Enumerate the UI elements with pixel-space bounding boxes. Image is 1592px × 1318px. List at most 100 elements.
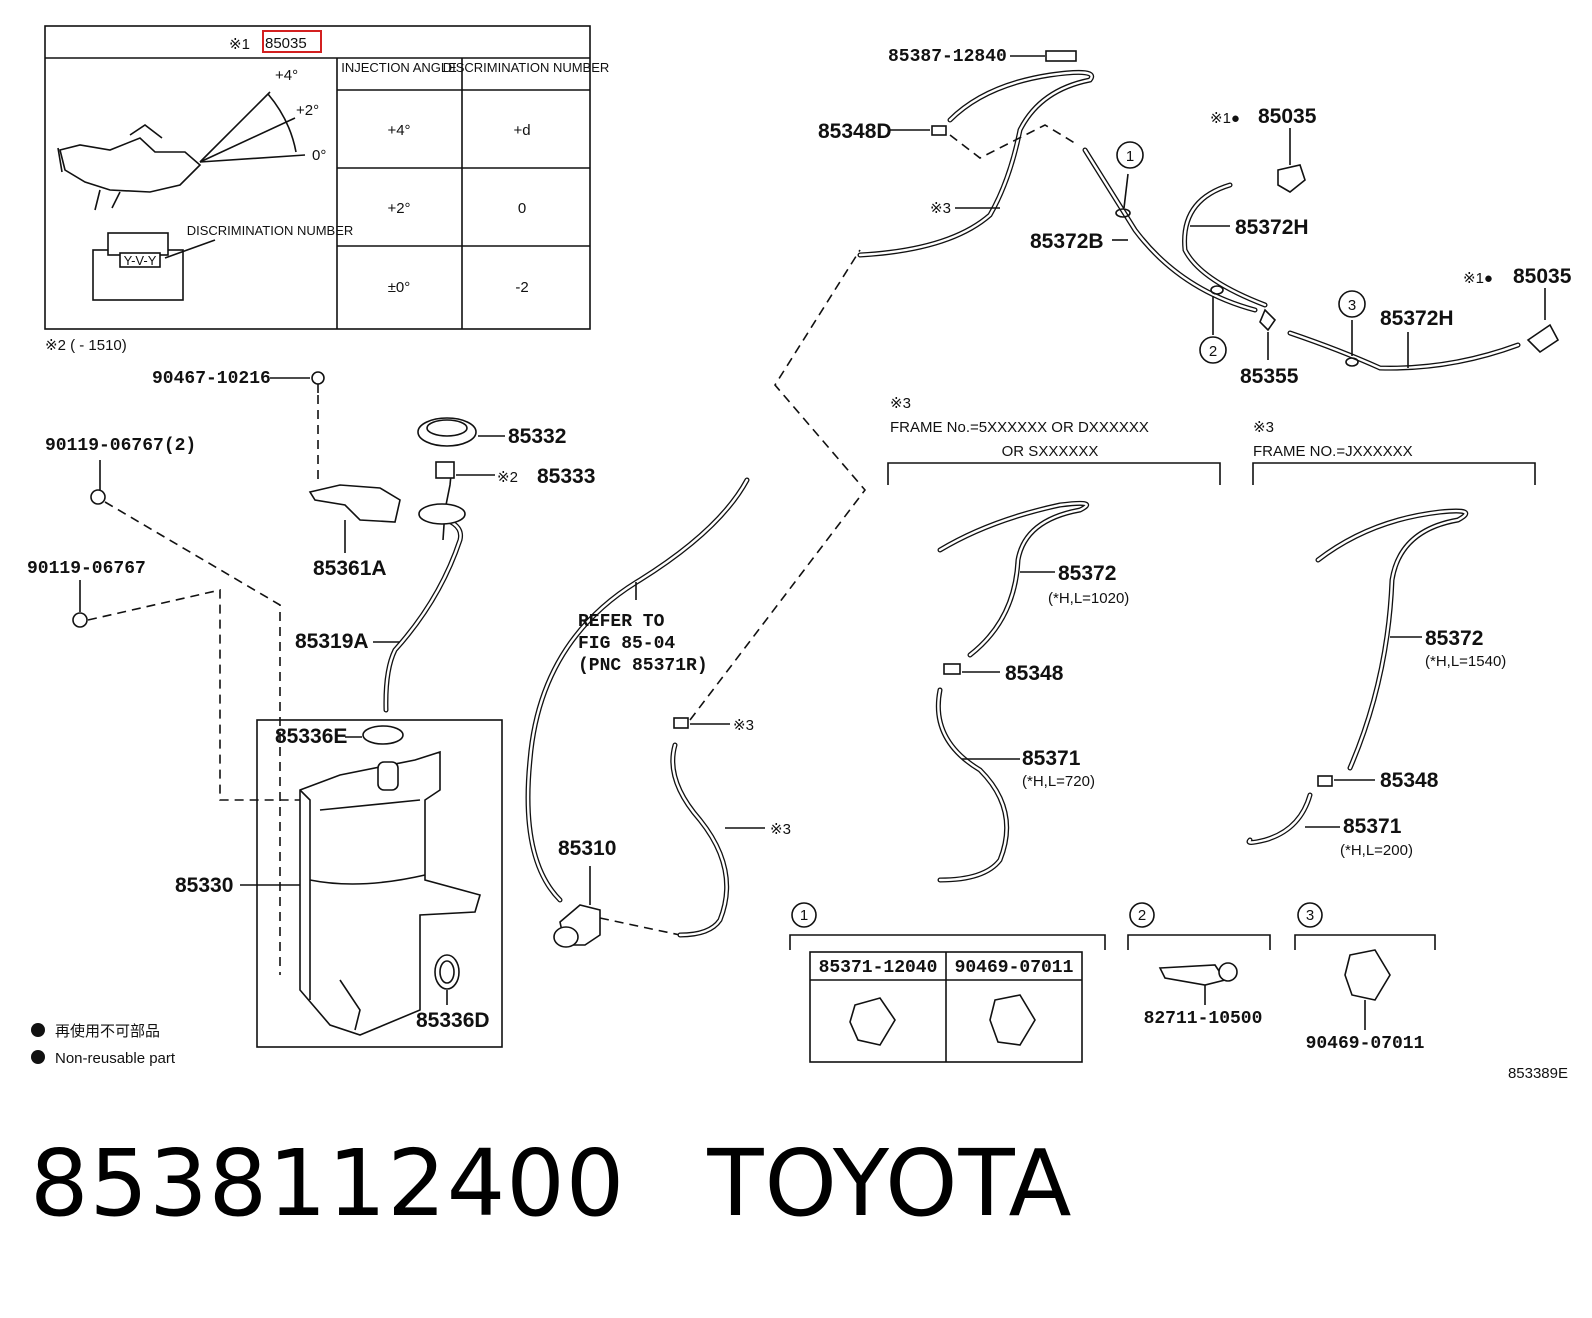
grommet-85336D [434,954,460,990]
frame-b-85371: 85371 [1343,815,1402,838]
angle-zero: 0° [312,147,326,164]
frame-a-line1: FRAME No.=5XXXXXX OR DXXXXXX [890,419,1149,436]
row-1-number: +d [513,122,530,139]
bullet-icon [31,1050,45,1064]
label-85333: 85333 [537,465,595,488]
cap-85332 [417,417,477,447]
clip-90469-07011-a [989,994,1036,1046]
callout-2-text: 2 [1209,343,1217,360]
label-90467-10216: 90467-10216 [152,369,271,389]
angle-plus2: +2° [296,102,319,119]
bullet-icon [31,1023,45,1037]
frame-b-85371-spec: (*H,L=200) [1340,842,1413,859]
detail-callout-3-text: 3 [1306,907,1314,924]
label-85348D: 85348D [818,120,892,143]
inset-title-prefix: ※1 [229,36,250,53]
joint-85348-a [943,663,961,675]
label-85332: 85332 [508,425,566,448]
bolt-icon [311,371,325,385]
clip-85371-12040 [849,997,896,1046]
bracket-85361A [308,484,401,523]
detail-1-part-a: 85371-12040 [819,958,938,978]
detail-callout-3 [1297,902,1323,928]
label-85319A: 85319A [295,630,369,653]
callout-1 [1116,141,1144,169]
callout-1-text: 1 [1126,148,1134,165]
nozzle-85035-b [1526,323,1560,354]
frame-a-line2: OR SXXXXXX [1002,443,1099,460]
detail-2-part: 82711-10500 [1144,1009,1263,1029]
callout-2 [1199,336,1227,364]
label-85035-b: 85035 [1513,265,1572,288]
gauge-85333 [435,461,455,479]
joint-85348D [931,125,947,136]
detail-callout-2 [1129,902,1155,928]
clip-ring-2 [1210,285,1224,295]
clip-90469-07011-b [1344,949,1391,1001]
mark3-a: ※3 [733,717,754,734]
connector-drawing: Y-V-Y [92,232,216,301]
frame-b-85348: 85348 [1380,769,1439,792]
footer-brand: TOYOTA [707,1130,1073,1237]
legend-en: Non-reusable part [55,1050,176,1067]
label-85355: 85355 [1240,365,1299,388]
angle-plus4: +4° [275,67,298,84]
label-90119-06767-2: 90119-06767(2) [45,436,196,456]
mark3-c: ※3 [930,200,951,217]
frame-a-85372: 85372 [1058,562,1116,585]
row-2-angle: +2° [387,200,410,217]
clip-ring-1 [1115,208,1131,218]
inset-title-part: 85035 [265,35,307,52]
label-85035-a: 85035 [1258,105,1317,128]
frame-a-85348: 85348 [1005,662,1064,685]
legend-cn: 再使用不可部品 [55,1023,160,1040]
row-2-number: 0 [518,200,526,217]
refer-line-2: FIG 85-04 [578,634,675,654]
frame-a-note: ※3 [890,395,911,412]
refer-line-3: (PNC 85371R) [578,656,708,676]
joint-85355 [1259,308,1277,332]
screw-icon [90,489,106,505]
detail-callout-1-text: 1 [800,907,808,924]
label-85330: 85330 [175,874,233,897]
discrimination-number-label: DISCRIMINATION NUMBER [187,223,354,238]
frame-b-line1: FRAME NO.=JXXXXXX [1253,443,1413,460]
connector-mark: Y-V-Y [124,253,157,268]
frame-b-85372: 85372 [1425,627,1483,650]
label-85372H-b: 85372H [1380,307,1454,330]
header-discrimination-number: DISCRIMINATION NUMBER [443,60,610,75]
label-85035-b-prefix: ※1● [1463,270,1493,287]
label-85336E: 85336E [275,725,347,748]
highlight-box [262,30,322,53]
nozzle-hose-assembly: 85387-12840 85348D ※3 85372B 1 85372H ※1… [818,47,1572,388]
callout-3-text: 3 [1348,297,1356,314]
legend: 再使用不可部品 Non-reusable part [31,1023,176,1067]
header-injection-angle: INJECTION ANGLE [341,60,457,75]
washer-nozzle-drawing [57,91,306,211]
frame-b-85372-spec: (*H,L=1540) [1425,653,1506,670]
nozzle-85035-a [1277,164,1306,193]
detail-1-part-b: 90469-07011 [955,958,1074,978]
label-85372B: 85372B [1030,230,1104,253]
label-85336D: 85336D [416,1009,490,1032]
detail-clips: 1 85371-12040 90469-07011 2 82711-10500 … [789,902,1436,1063]
frame-b-note: ※3 [1253,419,1274,436]
joint-icon [673,717,689,729]
footer-part-number: 8538112400 [30,1130,626,1237]
inset-note: ※2 ( - 1510) [45,337,127,354]
row-3-number: -2 [515,279,528,296]
label-85387-12840: 85387-12840 [888,47,1007,67]
frame-a-variant: ※3 FRAME No.=5XXXXXX OR DXXXXXX OR SXXXX… [887,395,1221,883]
label-85035-a-prefix: ※1● [1210,110,1240,127]
frame-a-85371-spec: (*H,L=720) [1022,773,1095,790]
mark3-b: ※3 [770,821,791,838]
detail-3-part: 90469-07011 [1306,1034,1425,1054]
frame-b-variant: ※3 FRAME NO.=JXXXXXX 85372 (*H,L=1540) 8… [1246,419,1536,859]
detail-callout-2-text: 2 [1138,907,1146,924]
injection-angle-inset: ※1 85035 INJECTION ANGLE DISCRIMINATION … [44,25,610,354]
joint-85348-b [1317,775,1333,787]
grommet-85336E [362,725,404,745]
tank-assembly: 90467-10216 90119-06767(2) 90119-06767 8… [27,249,867,1048]
footer: 8538112400 TOYOTA [30,1130,1073,1237]
